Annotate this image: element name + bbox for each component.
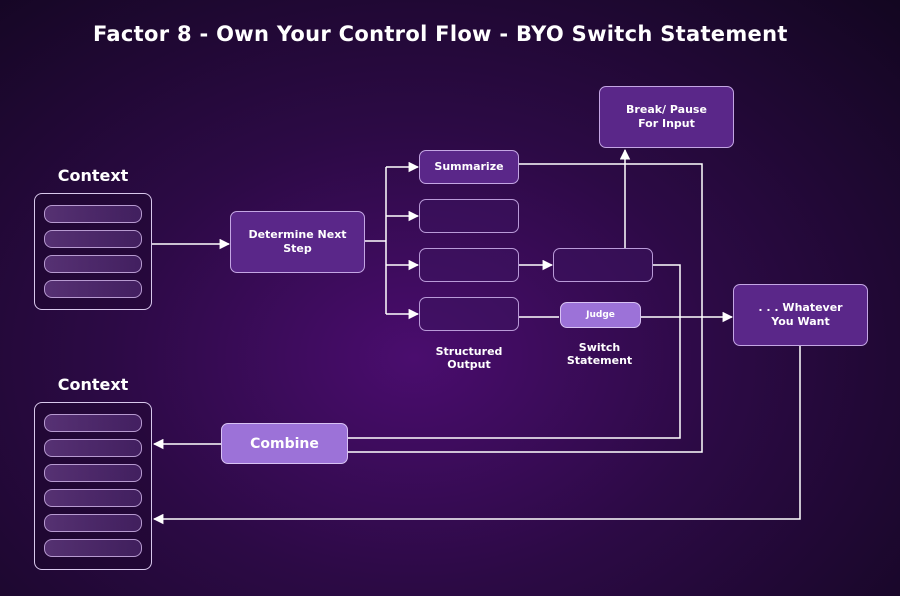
structured-output-slot [419, 248, 519, 282]
combine-node: Combine [221, 423, 348, 464]
context-bar [44, 280, 142, 298]
context-bar [44, 489, 142, 507]
page-title: Factor 8 - Own Your Control Flow - BYO S… [93, 22, 788, 46]
context-bar [44, 205, 142, 223]
context-bottom-panel [34, 402, 152, 570]
determine-next-step-node: Determine Next Step [230, 211, 365, 273]
context-top-label: Context [57, 166, 129, 185]
context-bar [44, 414, 142, 432]
break-pause-node: Break/ Pause For Input [599, 86, 734, 148]
summarize-node: Summarize [419, 150, 519, 184]
structured-output-slot [419, 199, 519, 233]
context-bar [44, 514, 142, 532]
structured-output-slot [419, 297, 519, 331]
switch-statement-caption: Switch Statement [566, 341, 633, 367]
context-bar [44, 439, 142, 457]
arrow-whatever-to-context [152, 346, 801, 525]
line-summarize-loop [348, 163, 703, 453]
line-switch-loop [348, 264, 681, 439]
context-bar [44, 230, 142, 248]
structured-output-caption: Structured Output [435, 345, 503, 371]
context-bottom-label: Context [57, 375, 129, 394]
context-bar [44, 464, 142, 482]
context-top-panel [34, 193, 152, 310]
whatever-you-want-node: . . . Whatever You Want [733, 284, 868, 346]
judge-node: Judge [560, 302, 641, 328]
context-bar [44, 539, 142, 557]
switch-slot [553, 248, 653, 282]
context-bar [44, 255, 142, 273]
